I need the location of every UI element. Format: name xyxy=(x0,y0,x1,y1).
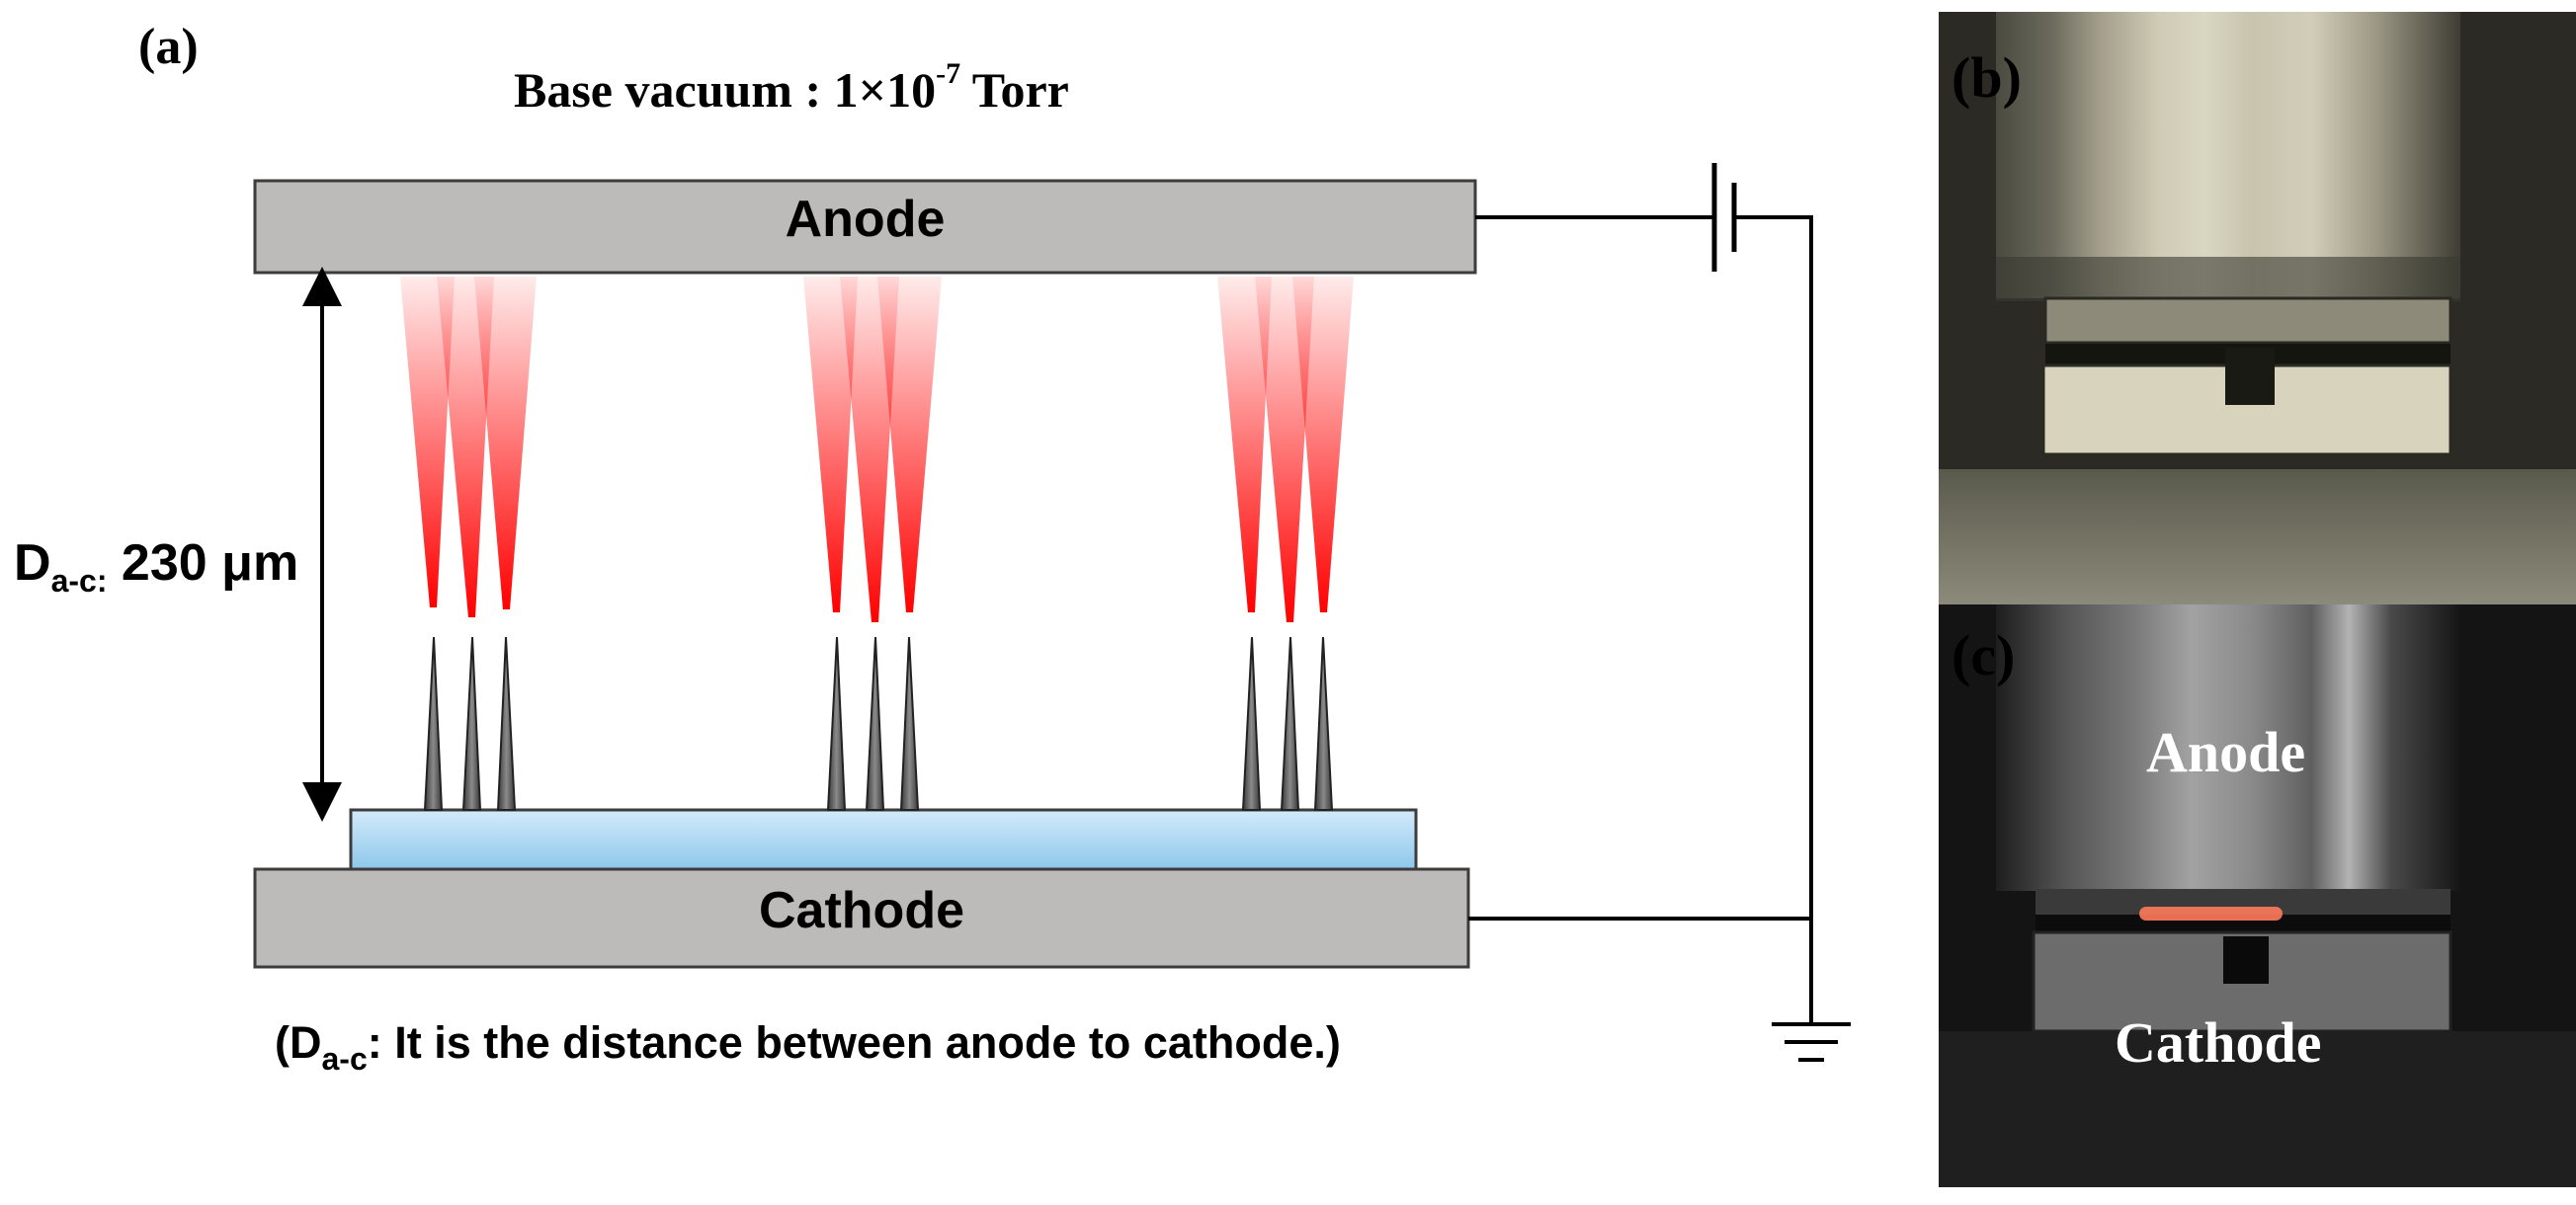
emitter-tip xyxy=(899,636,920,811)
electron-beam xyxy=(1292,277,1354,612)
electron-beams xyxy=(400,277,1354,622)
electron-beam xyxy=(803,277,858,612)
cathode-label: Cathode xyxy=(759,882,964,939)
caption-open: (D xyxy=(275,1017,322,1068)
emitter-tip xyxy=(1241,636,1262,811)
anode-plate xyxy=(253,179,1477,275)
photo-c xyxy=(1939,604,2576,1187)
emitter-tip xyxy=(826,636,847,811)
circuit xyxy=(1468,163,1813,1024)
electron-beam xyxy=(877,277,942,612)
emitter-tip xyxy=(865,636,885,811)
anode-label: Anode xyxy=(785,191,946,248)
emitter-tips xyxy=(423,636,1334,811)
cathode-plate xyxy=(253,867,1470,969)
panel-label-c: (c) xyxy=(1952,623,2016,687)
photo-b xyxy=(1939,12,2576,604)
panel-label-a: (a) xyxy=(138,19,199,75)
base-vacuum-label: Base vacuum : 1×10-7 Torr xyxy=(514,57,1069,119)
distance-label: Da-c: 230 μm xyxy=(14,533,299,599)
caption-subscript: a-c xyxy=(321,1041,368,1077)
distance-value: 230 μm xyxy=(107,534,299,592)
caption-text: : It is the distance between anode to ca… xyxy=(367,1017,1341,1068)
figure-caption: (Da-c: It is the distance between anode … xyxy=(275,1017,1341,1077)
emitter-tip xyxy=(496,636,517,811)
vacuum-exponent: -7 xyxy=(936,57,961,90)
emitter-tip xyxy=(1313,636,1334,811)
vacuum-suffix: Torr xyxy=(960,62,1069,118)
distance-subscript: a-c: xyxy=(50,563,108,599)
emitter-tip xyxy=(1280,636,1300,811)
emitter-tip xyxy=(461,636,482,811)
ground-symbol xyxy=(1772,1022,1851,1062)
electron-beam xyxy=(474,277,537,609)
electron-beam xyxy=(1217,277,1272,612)
photo-cathode-label: Cathode xyxy=(2115,1010,2322,1075)
panel-label-b: (b) xyxy=(1952,45,2022,110)
electron-beam xyxy=(437,277,494,617)
emitter-tip xyxy=(423,636,444,811)
vacuum-prefix: Base vacuum : 1×10 xyxy=(514,62,937,118)
distance-symbol: D xyxy=(14,534,51,592)
electron-beam xyxy=(840,277,899,622)
electron-beam xyxy=(400,277,455,607)
substrate xyxy=(349,808,1418,871)
emission-glow xyxy=(2139,907,2283,921)
photo-anode-label: Anode xyxy=(2146,720,2306,784)
electron-beam xyxy=(1255,277,1314,622)
